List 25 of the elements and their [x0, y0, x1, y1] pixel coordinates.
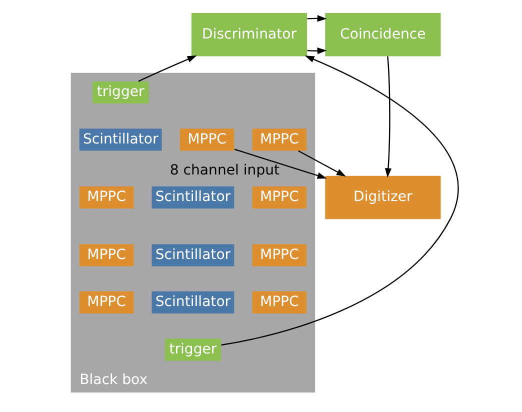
node-box: trigger: [92, 80, 149, 103]
node-box: Coincidence: [325, 12, 441, 56]
arrow: [307, 47, 327, 54]
node-box: MPPC: [79, 244, 134, 266]
node-box: MPPC: [252, 290, 307, 314]
arrow: [298, 150, 346, 176]
node-box: MPPC: [79, 290, 134, 314]
node-box: MPPC: [79, 186, 134, 208]
node-box: Scintillator: [152, 244, 234, 266]
arrow: [221, 55, 458, 346]
arrow: [384, 56, 392, 178]
node-box: MPPC: [180, 128, 234, 150]
edge-label: 8 channel input: [170, 162, 280, 178]
node-box: MPPC: [252, 128, 307, 150]
arrow: [138, 55, 197, 82]
node-box: MPPC: [252, 244, 307, 266]
node-box: MPPC: [252, 186, 307, 208]
node-box: Scintillator: [152, 290, 234, 314]
node-box: Discriminator: [191, 12, 308, 56]
node-box: Scintillator: [152, 186, 234, 208]
arrow: [307, 14, 327, 22]
node-box: trigger: [164, 338, 222, 360]
arrow: [234, 148, 327, 178]
node-box: Scintillator: [79, 128, 162, 150]
node-box: Digitizer: [325, 175, 441, 219]
